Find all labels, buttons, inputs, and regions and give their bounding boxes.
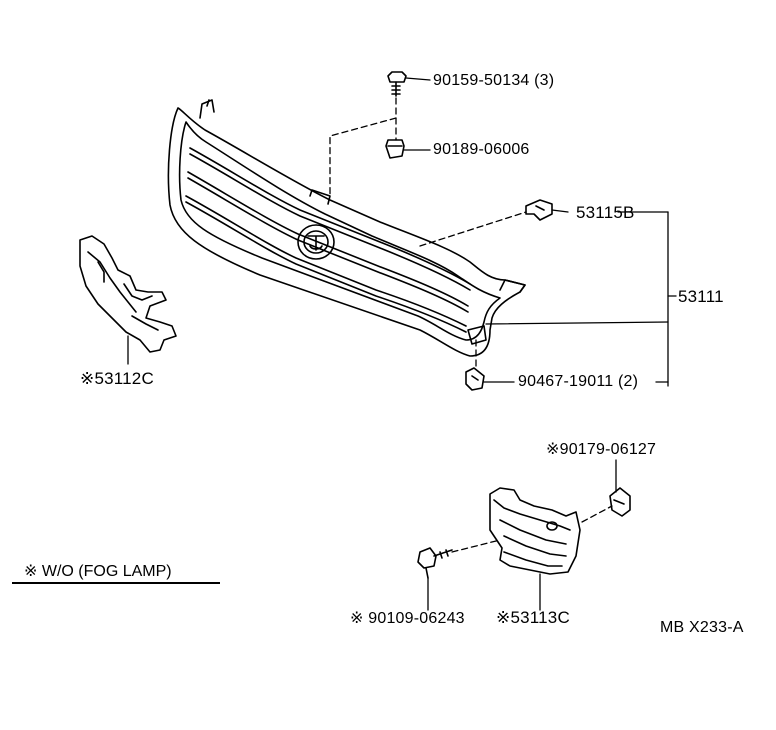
clip-90467-icon — [465, 367, 485, 391]
label-clip-90467: 90467-19011 (2) — [518, 373, 639, 390]
radiator-grille — [167, 99, 526, 357]
footnote-underline — [12, 582, 220, 584]
fog-cover-53113c — [489, 487, 581, 575]
label-cover-53113c: ※53113C — [496, 608, 570, 627]
label-clip-90179: ※90179-06127 — [546, 441, 657, 458]
label-grille-53111: 53111 — [678, 287, 724, 306]
label-bracket-53112c: ※53112C — [80, 369, 154, 388]
bracket-53115b-icon — [525, 199, 553, 221]
clip-90179-icon — [609, 487, 631, 517]
footnote-fog-lamp: ※ W/O (FOG LAMP) — [24, 563, 172, 580]
label-screw-90109: ※ 90109-06243 — [350, 610, 465, 627]
screw-90109-icon — [417, 547, 453, 579]
label-bolt-90159: 90159-50134 (3) — [433, 72, 555, 89]
diagram-code: MB X233-A — [660, 619, 744, 636]
assembly-lines — [329, 97, 613, 553]
label-nut-90189: 90189-06006 — [433, 141, 530, 158]
leader-lines — [127, 77, 677, 611]
fog-bracket-53112c — [79, 235, 177, 353]
label-bracket-53115b: 53115B — [576, 203, 635, 222]
nut-90189-icon — [385, 139, 405, 159]
bolt-90159-icon — [387, 71, 407, 97]
